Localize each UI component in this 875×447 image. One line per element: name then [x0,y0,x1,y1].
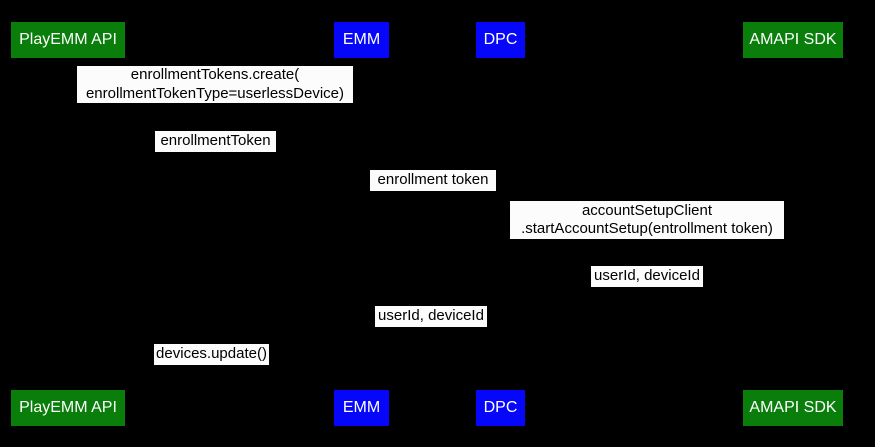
message-start-account-setup: accountSetupClient .startAccountSetup(en… [510,201,784,239]
actor-label: DPC [483,399,518,416]
actor-label: PlayEMM API [19,31,117,48]
actor-label: AMAPI SDK [749,31,837,48]
message-userid-deviceid-return: userId, deviceId [591,266,703,287]
message-enrollment-token-return: enrollmentToken [155,131,276,152]
actor-emm-top: EMM [334,22,389,58]
actor-playemm-api-top: PlayEMM API [11,22,125,58]
actor-label: EMM [342,399,381,416]
message-enrollment-tokens-create: enrollmentTokens.create( enrollmentToken… [77,66,353,103]
actor-playemm-api-bottom: PlayEMM API [11,390,125,426]
actor-label: AMAPI SDK [749,399,837,416]
actor-label: DPC [483,31,518,48]
actor-label: PlayEMM API [19,399,117,416]
message-devices-update: devices.update() [154,344,269,365]
actor-emm-bottom: EMM [334,390,389,426]
message-userid-deviceid-to-emm: userId, deviceId [375,306,487,327]
actor-dpc-bottom: DPC [476,390,525,426]
actor-dpc-top: DPC [476,22,525,58]
actor-amapi-sdk-bottom: AMAPI SDK [743,390,843,426]
actor-label: EMM [342,31,381,48]
actor-amapi-sdk-top: AMAPI SDK [743,22,843,58]
message-enrollment-token-to-dpc: enrollment token [370,170,496,191]
